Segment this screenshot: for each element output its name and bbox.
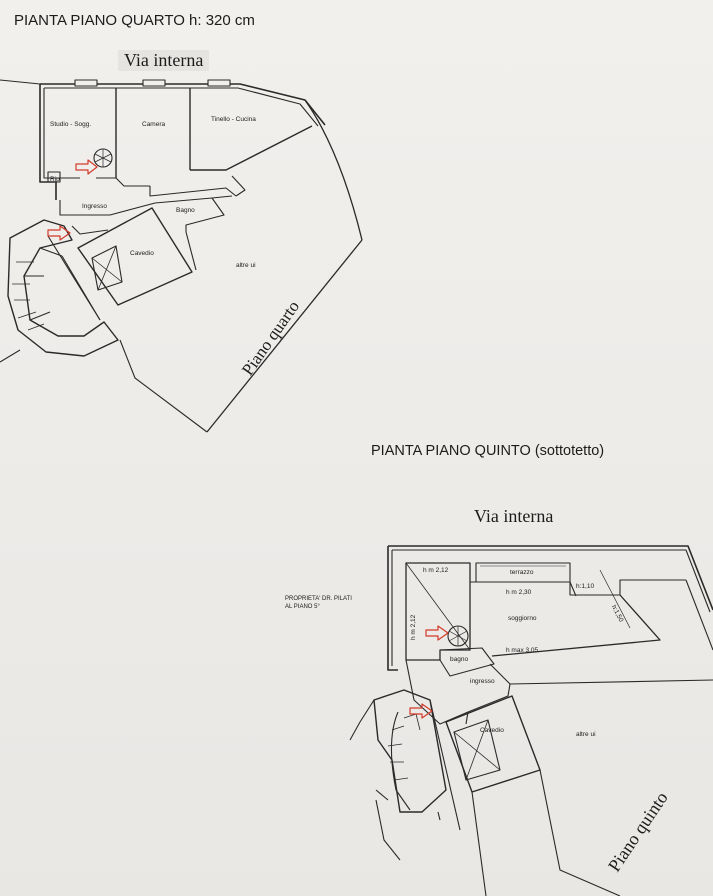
floor4-room-camera: Camera: [142, 121, 166, 128]
floor4-red-arrow-icon: [47, 159, 98, 241]
floor5-room-bagno: bagno: [450, 656, 469, 663]
floor4-room-bagno: Bagno: [176, 207, 195, 214]
floor5-height-hm230: h m 2,30: [506, 589, 532, 596]
floor5-height-h110: h:1,10: [576, 583, 595, 590]
floor5-owner-note-line1: PROPRIETA' DR. PILATI: [285, 596, 352, 602]
floor5-title: PIANTA PIANO QUINTO (sottotetto): [371, 443, 605, 459]
floor5-height-hm212: h m 2,12: [423, 567, 449, 574]
floor5-room-altre: altre ui: [576, 731, 596, 738]
floor5-spiral-stair-icon: [447, 625, 469, 647]
floor5-room-ingresso: ingresso: [470, 678, 495, 685]
floor5-walls: [349, 545, 713, 896]
floor4-room-altre: altre ui: [236, 262, 256, 269]
floor4-spiral-stair-icon: [93, 148, 113, 168]
floor4-street-label: Via interna: [118, 50, 210, 71]
floor5-room-cavedio: Cavedio: [480, 727, 504, 734]
floor4-title: PIANTA PIANO QUARTO h: 320 cm: [14, 12, 255, 29]
floor5-height-hm212-vertical: h m 2,12: [410, 614, 417, 640]
floor4-room-cavedio: Cavedio: [130, 250, 154, 257]
floor4-room-ingresso: Ingresso: [82, 203, 107, 210]
floor5-room-terrazzo: terrazzo: [510, 569, 534, 576]
floor5-room-soggiorno: soggiorno: [508, 615, 537, 622]
floor5-owner-note-line2: AL PIANO 5°: [285, 604, 320, 610]
floor5-street-label: Via interna: [474, 506, 554, 526]
floor4-walls: [0, 79, 363, 433]
floor4-room-tinello: Tinello - Cucina: [211, 116, 256, 123]
floor5-height-hmax: h max 3,05: [506, 647, 539, 654]
floor4-room-rip: Rip: [50, 176, 60, 183]
floor5-red-arrow-icon: [409, 625, 449, 719]
floor4-room-studio: Studio - Sogg.: [50, 121, 92, 128]
